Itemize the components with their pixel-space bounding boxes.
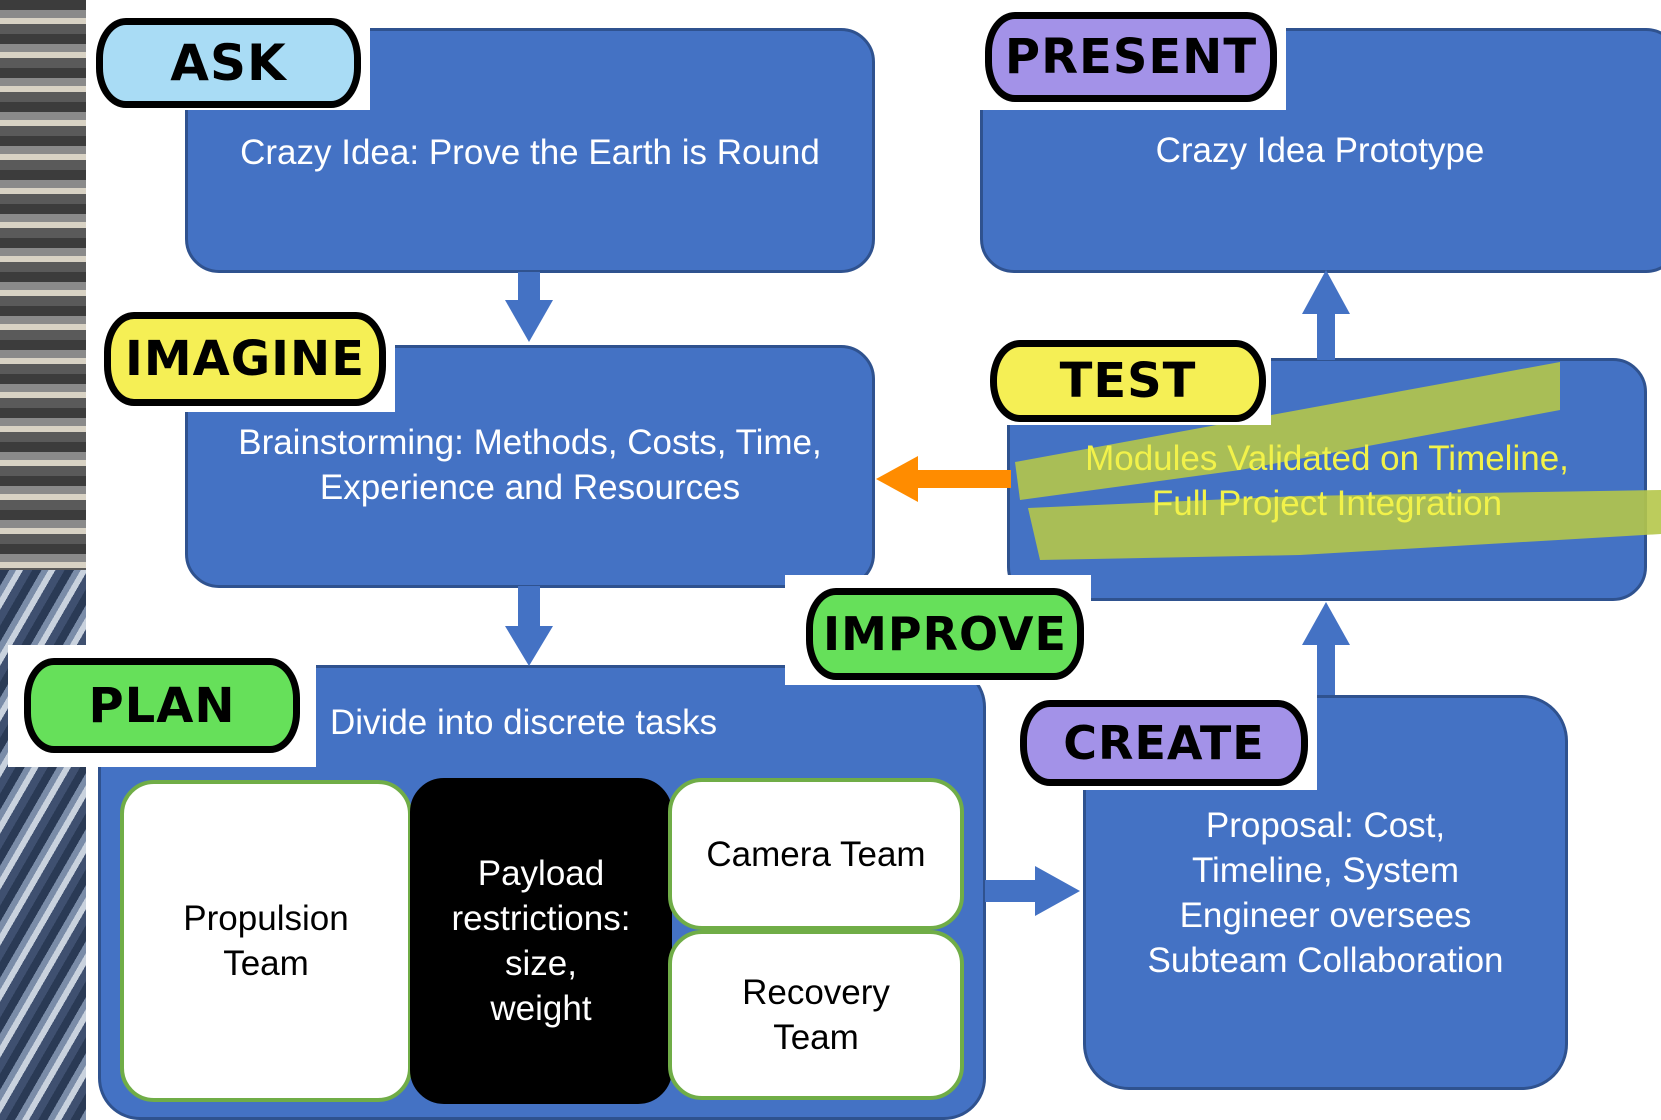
test-box-text: Modules Validated on Timeline, Full Proj… [1007, 436, 1647, 526]
present-box-text: Crazy Idea Prototype [1155, 131, 1485, 170]
ask-badge: ASK [96, 18, 361, 108]
highlighter-mark [1015, 362, 1560, 500]
arrow-ask-to-imagine [505, 272, 553, 342]
improve-badge: IMPROVE [806, 588, 1084, 680]
test-line-2: Full Project Integration [1151, 484, 1503, 523]
recovery-line-1: Recovery [742, 973, 890, 1012]
arrow-test-to-present [1302, 270, 1350, 360]
create-line-2: Timeline, System [1191, 851, 1460, 890]
arrow-test-to-imagine [876, 456, 1011, 502]
imagine-badge: IMAGINE [104, 312, 386, 406]
payload-restrictions-box: Payload restrictions: size, weight [410, 778, 672, 1104]
arrow-create-to-test [1302, 602, 1350, 695]
building-photo-top [0, 0, 86, 570]
test-badge: TEST [990, 340, 1266, 422]
plan-box-text: Divide into discrete tasks [330, 703, 718, 742]
recovery-line-2: Team [773, 1018, 859, 1057]
arrow-imagine-to-plan [505, 586, 553, 666]
payload-line-3: size, [505, 944, 577, 983]
create-line-1: Proposal: Cost, [1205, 806, 1446, 845]
create-box-text: Proposal: Cost, Timeline, System Enginee… [1083, 803, 1568, 983]
camera-team-label: Camera Team [706, 834, 926, 874]
arrow-plan-to-create [985, 866, 1080, 916]
payload-line-4: weight [490, 989, 592, 1028]
payload-line-2: restrictions: [451, 899, 631, 938]
propulsion-line-2: Team [223, 944, 309, 983]
present-badge: PRESENT [985, 12, 1277, 102]
imagine-box-text: Brainstorming: Methods, Costs, Time, Exp… [185, 420, 875, 510]
test-line-1: Modules Validated on Timeline, [1085, 439, 1569, 478]
plan-badge: PLAN [24, 658, 300, 753]
create-badge: CREATE [1020, 700, 1308, 786]
payload-line-1: Payload [477, 854, 605, 893]
create-box [1083, 695, 1568, 1090]
recovery-team-box: Recovery Team [668, 930, 964, 1100]
imagine-line-2: Experience and Resources [319, 468, 741, 507]
highlighter-mark-lower [1028, 490, 1661, 560]
create-line-3: Engineer oversees [1179, 896, 1472, 935]
propulsion-line-1: Propulsion [183, 899, 349, 938]
create-line-4: Subteam Collaboration [1147, 941, 1504, 980]
imagine-line-1: Brainstorming: Methods, Costs, Time, [238, 423, 822, 462]
propulsion-team-box: Propulsion Team [120, 780, 412, 1102]
ask-box-text: Crazy Idea: Prove the Earth is Round [240, 133, 820, 172]
camera-team-box: Camera Team [668, 778, 964, 930]
